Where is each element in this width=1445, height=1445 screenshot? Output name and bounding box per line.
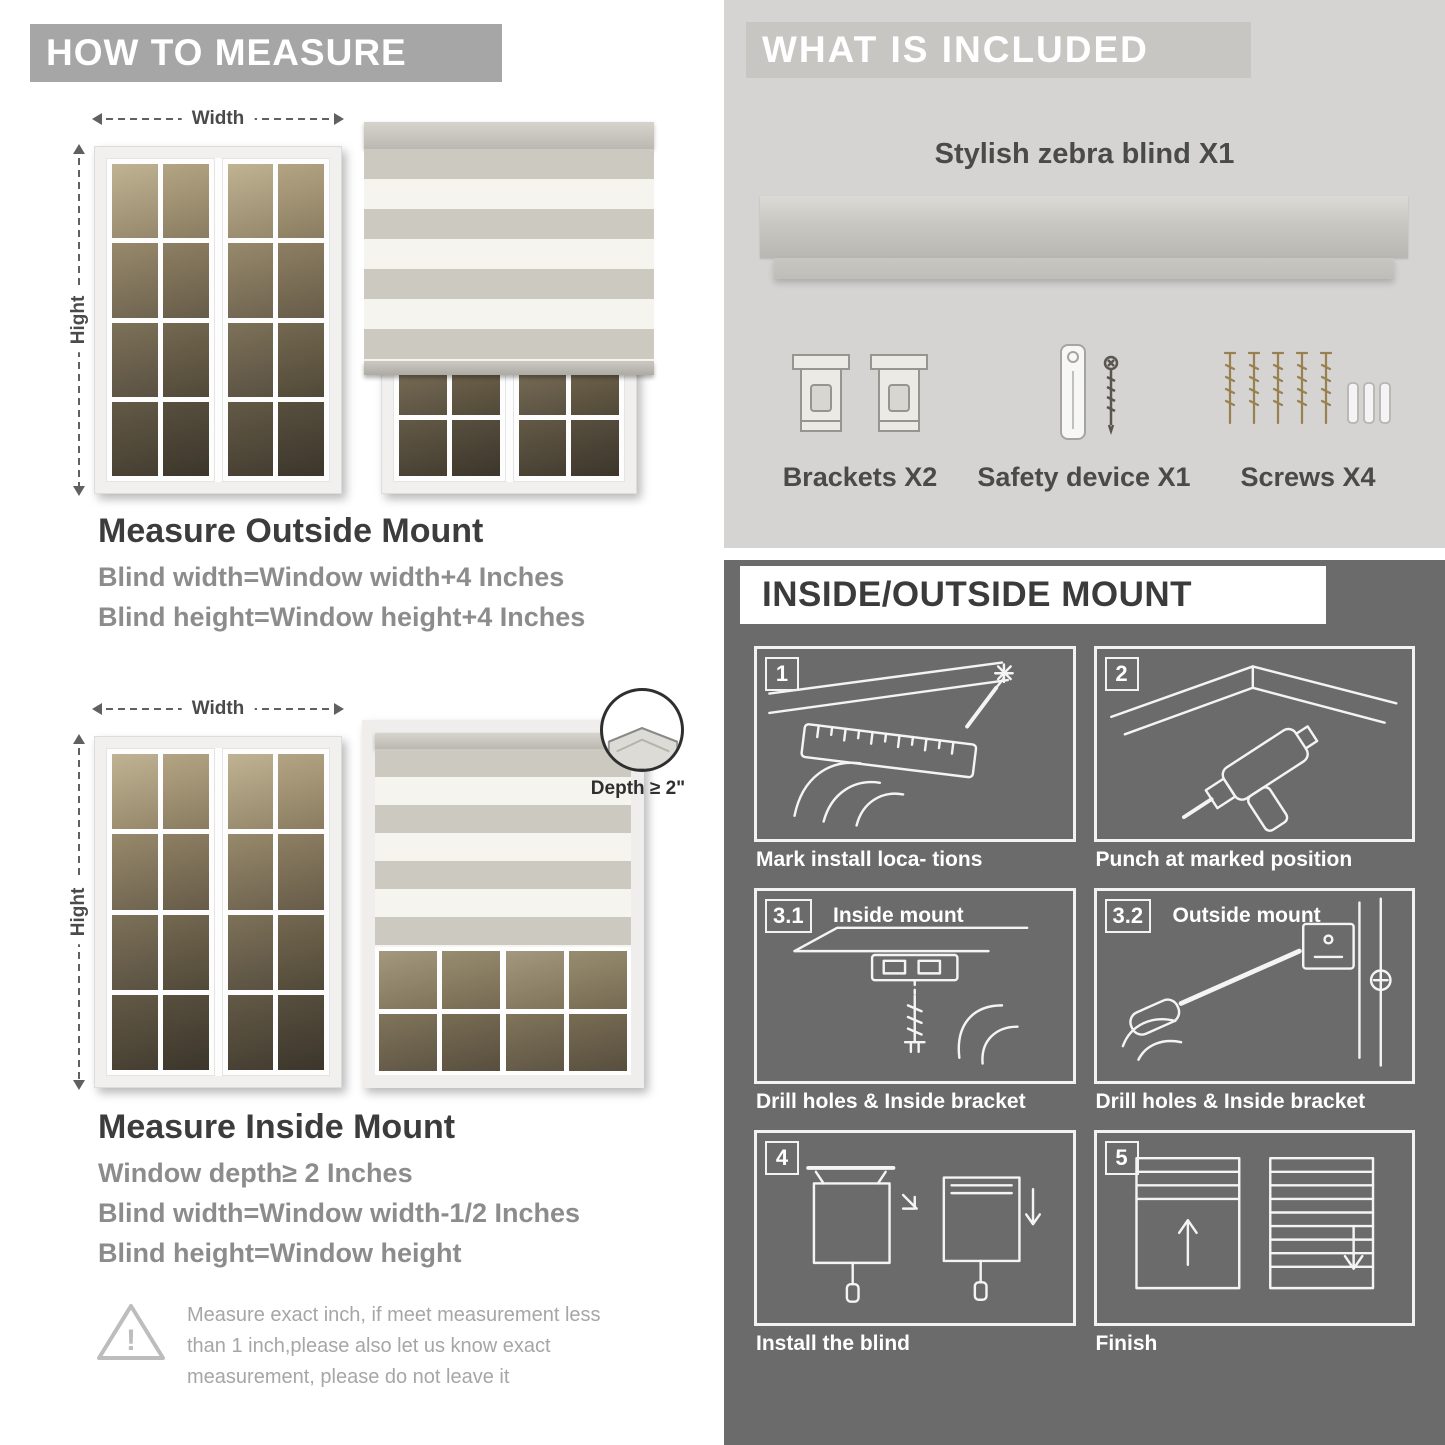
step-4-panel: 4 (754, 1130, 1076, 1326)
screws-icon (1223, 351, 1391, 425)
zebra-blind (364, 122, 654, 375)
height-measure-arrow: Hight (68, 144, 90, 496)
screws-label: Screws X4 (1240, 462, 1376, 492)
blind-bottomrail (364, 361, 654, 375)
finish-illustration (1134, 1156, 1374, 1290)
svg-text:!: ! (126, 1324, 136, 1357)
blind-headrail (375, 733, 631, 749)
window-sash (379, 951, 500, 1071)
depth-requirement-label: Depth ≥ 2" (590, 778, 686, 799)
step-3-2: 3.2 Outside mount Drill holes & Inside b… (1093, 888, 1415, 1118)
included-items-row: Brackets X2 (760, 328, 1408, 493)
mount-steps-grid: 1 Mark install loca- tions (754, 646, 1415, 1360)
product-name-label: Stylish zebra blind X1 (934, 138, 1235, 170)
inside-mount-title: Measure Inside Mount (98, 1108, 456, 1146)
step-1: 1 Mark install loca- tions (754, 646, 1076, 876)
window-sash (106, 748, 215, 1076)
width-label: Width (181, 698, 255, 720)
mark-locations-illustration (768, 661, 1014, 827)
inside-width-formula: Blind width=Window width-1/2 Inches (98, 1198, 581, 1228)
screws-illustration (1216, 328, 1401, 446)
outside-mount-illustration: Width Hight (68, 100, 672, 498)
zebra-blind-outside-illustration (364, 122, 654, 494)
inside-mount-illustration: Width Hight (68, 688, 712, 1094)
window-lower-panes (375, 947, 631, 1075)
outside-width-formula: Blind width=Window width+4 Inches (98, 562, 565, 592)
window-sash (221, 158, 330, 482)
how-to-measure-header: HOW TO MEASURE (30, 24, 502, 82)
step-number: 1 (765, 657, 799, 691)
zebra-blind-product-illustration (760, 196, 1408, 279)
window-sash (221, 748, 330, 1076)
screws-item: Screws X4 (1208, 328, 1408, 493)
step-2-panel: 2 (1093, 646, 1415, 842)
brackets-icon (792, 354, 928, 432)
mount-header: INSIDE/OUTSIDE MOUNT (740, 566, 1326, 624)
what-is-included-section: WHAT IS INCLUDED Stylish zebra blind X1 (724, 0, 1445, 548)
inside-bracket-illustration (793, 926, 1029, 1065)
step-caption: Finish (1095, 1332, 1158, 1355)
brackets-item: Brackets X2 (760, 328, 960, 493)
step-caption: Install the blind (756, 1332, 911, 1355)
warning-icon: ! (97, 1304, 165, 1360)
warning-text: Measure exact inch, if meet measurement … (187, 1304, 601, 1388)
step-caption: Mark install loca- tions (756, 848, 983, 871)
window-illustration (94, 736, 342, 1088)
width-measure-arrow: Width (92, 108, 344, 130)
safety-device-label: Safety device X1 (977, 462, 1191, 492)
window-sash (506, 951, 627, 1071)
inside-outside-mount-section: INSIDE/OUTSIDE MOUNT (724, 560, 1445, 1445)
install-blind-illustration (806, 1165, 1042, 1303)
drill-illustration (1109, 665, 1397, 832)
headrail-bar (760, 196, 1408, 258)
zebra-blind-inside-illustration (362, 720, 644, 1088)
step-5-panel: 5 (1093, 1130, 1415, 1326)
step-1-panel: 1 (754, 646, 1076, 842)
safety-device-illustration (1019, 328, 1149, 446)
what-is-included-header: WHAT IS INCLUDED (746, 22, 1251, 78)
step-title: Outside mount (1172, 904, 1321, 927)
blind-headrail (364, 122, 654, 149)
step-3-2-panel: 3.2 Outside mount (1093, 888, 1415, 1084)
headrail-valance (774, 258, 1394, 279)
step-3-1-panel: 3.1 Inside mount (754, 888, 1076, 1084)
step-caption: Drill holes & Inside bracket (756, 1090, 1026, 1113)
step-number: 3.1 (765, 899, 812, 933)
step-title: Inside mount (833, 904, 964, 927)
how-to-measure-section: HOW TO MEASURE Width Hight (0, 0, 720, 1445)
height-measure-arrow: Hight (68, 734, 90, 1090)
window-sash (106, 158, 215, 482)
outside-bracket-illustration (1121, 897, 1392, 1067)
depth-detail-circle (600, 688, 684, 772)
window-illustration (94, 146, 342, 494)
step-number: 3.2 (1104, 899, 1152, 933)
step-2: 2 Punch at marked position (1093, 646, 1415, 876)
width-label: Width (181, 108, 255, 130)
inside-height-formula: Blind height=Window height (98, 1238, 462, 1268)
inside-depth-rule: Window depth≥ 2 Inches (98, 1158, 413, 1188)
blind-stripes (364, 149, 654, 361)
blind-stripes (375, 749, 631, 947)
step-5: 5 Finish (1093, 1130, 1415, 1360)
step-3-1: 3.1 Inside mount Drill holes & Inside br… (754, 888, 1076, 1118)
height-label: Hight (68, 879, 90, 945)
step-number: 5 (1104, 1141, 1139, 1175)
step-number: 4 (765, 1141, 799, 1175)
step-number: 2 (1104, 657, 1139, 691)
outside-height-formula: Blind height=Window height+4 Inches (98, 602, 586, 632)
measurement-warning: ! Measure exact inch, if meet measuremen… (95, 1300, 655, 1393)
frame-corner-detail (607, 726, 679, 769)
height-label: Hight (68, 287, 90, 353)
brackets-label: Brackets X2 (782, 462, 938, 492)
safety-device-icon (1060, 344, 1119, 440)
brackets-illustration (785, 328, 935, 446)
step-caption: Punch at marked position (1095, 848, 1353, 871)
width-measure-arrow: Width (92, 698, 344, 720)
safety-device-item: Safety device X1 (967, 328, 1202, 493)
outside-mount-title: Measure Outside Mount (98, 512, 484, 550)
step-4: 4 Install the blind (754, 1130, 1076, 1360)
step-caption: Drill holes & Inside bracket (1095, 1090, 1366, 1113)
